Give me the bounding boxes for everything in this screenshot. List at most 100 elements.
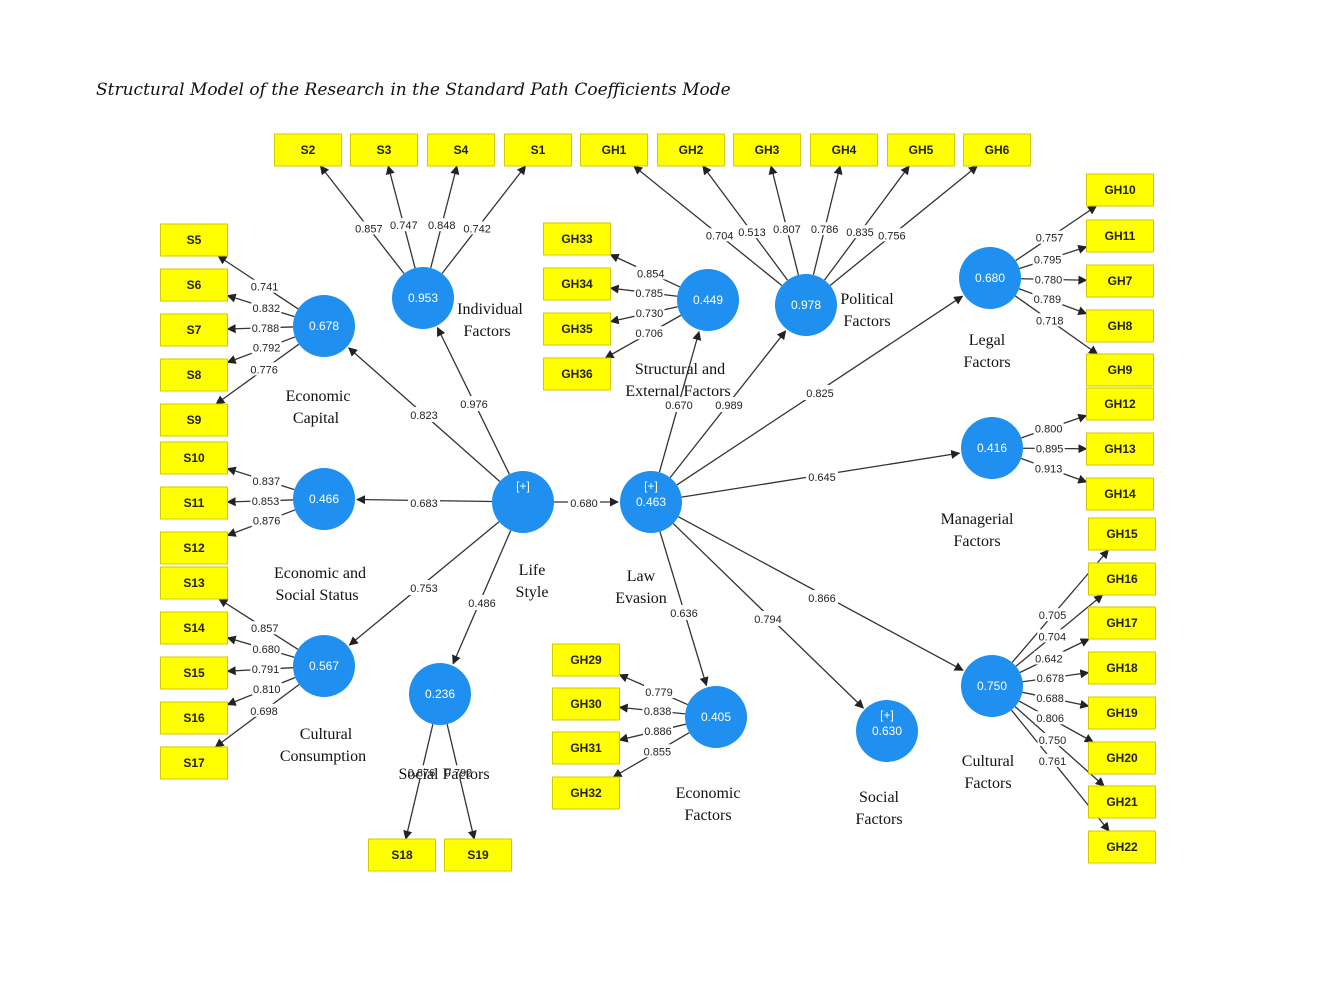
loading-coef-bg [251,681,282,695]
loading-coefficient: 0.895 [1036,443,1064,455]
latent-socfac: 0.236 [409,663,471,725]
indicator-box [1086,309,1154,343]
latent-circle [620,471,682,533]
indicator-GH6: GH6 [963,133,1031,167]
loading-coefficient: 0.853 [252,496,280,508]
indicator-S14: S14 [160,611,228,645]
latent-circle [961,655,1023,717]
indicator-box [1086,432,1154,466]
loading-coefficient: 0.806 [1036,713,1064,725]
loading-coefficient: 0.876 [408,767,436,779]
indicator-S12: S12 [160,531,228,565]
indicator-label: GH21 [1106,795,1138,809]
indicator-label: GH20 [1106,751,1138,765]
loading-coef-bg [388,218,419,232]
indicator-box [1086,477,1154,511]
indicator-box [543,312,611,346]
loading-coef-bg [642,704,673,718]
indicator-label: S7 [187,323,202,337]
loading-coef-bg [634,326,665,340]
indicator-label: S4 [454,143,469,157]
latent-name: Social Factors [398,766,489,783]
loading-coef-bg [1032,292,1063,306]
path-coef-bg [408,495,440,510]
indicator-box [160,313,228,347]
latent-name: Legal [969,332,1006,349]
path-coef-bg [713,397,745,412]
indicator-GH34: GH34 [543,267,611,301]
loading-coef-bg [1034,441,1065,455]
path-coef-bg [804,385,836,400]
loading-coefficient: 0.706 [635,328,663,340]
indicator-label: GH8 [1108,319,1133,333]
indicator-box [657,133,725,167]
loading-coefficient: 0.704 [706,230,734,242]
indicator-label: GH1 [602,143,627,157]
indicator-label: S12 [183,541,205,555]
indicator-S10: S10 [160,441,228,475]
latent-name: Social Status [275,587,358,604]
loading-indiv-S3 [385,165,416,269]
indicator-box [1086,219,1154,253]
loading-coef-bg [1035,670,1066,684]
loading-coef-bg [1037,608,1068,622]
indicator-box [1088,517,1156,551]
latent-circle [392,267,454,329]
latent-manag: 0.416 [961,417,1023,479]
indicator-GH10: GH10 [1086,173,1154,207]
indicator-label: GH36 [561,367,593,381]
indicator-label: GH12 [1104,397,1136,411]
loading-coefficient: 0.835 [846,227,874,239]
latent-r2-value: 0.630 [872,724,902,738]
latent-name: Economic and [274,565,366,582]
indicator-GH18: GH18 [1088,651,1156,685]
indicator-label: S11 [184,496,205,510]
loading-coefficient: 0.756 [878,230,906,242]
indicator-GH22: GH22 [1088,830,1156,864]
indicator-label: GH13 [1104,442,1136,456]
indicator-label: GH5 [909,143,934,157]
loading-coef-bg [1035,691,1066,705]
indicator-box [160,441,228,475]
indicator-label: GH22 [1106,840,1138,854]
path-coef-bg [458,396,490,411]
latent-marker: [+] [516,479,530,493]
indicator-box [350,133,418,167]
indicator-label: GH4 [832,143,857,157]
indicator-label: GH6 [985,143,1010,157]
loading-coefficient: 0.705 [1039,610,1067,622]
latent-circle [685,686,747,748]
loading-coefficient: 0.704 [1039,631,1067,643]
indicator-box [274,133,342,167]
latent-name: Managerial [941,511,1014,528]
path-coef-bg [466,595,498,610]
loading-polit-GH5 [823,165,910,281]
latent-r2-value: 0.678 [309,319,339,333]
latent-name: Cultural [300,726,353,743]
loading-coef-bg [406,765,437,779]
loading-coefficient: 0.688 [1036,693,1064,705]
loading-coefficient: 0.788 [252,323,280,335]
path-coefficient: 0.825 [806,388,834,400]
latent-name: Factors [855,811,902,828]
latent-polit: 0.978 [775,274,837,336]
indicator-label: GH35 [561,322,593,336]
indicator-box [1086,353,1154,387]
loading-coef-bg [249,279,280,293]
indicator-S5: S5 [160,223,228,257]
indicator-S15: S15 [160,656,228,690]
indicator-box [810,133,878,167]
loading-indiv-S2 [319,165,405,274]
loading-coef-bg [353,221,384,235]
indicator-label: S18 [391,848,413,862]
latent-name: Factors [463,323,510,340]
indicator-GH4: GH4 [810,133,878,167]
loading-coef-bg [249,621,280,635]
indicator-label: GH15 [1106,527,1138,541]
loading-coef-bg [250,493,281,507]
loading-coef-bg [1037,732,1068,746]
path-coefficient: 0.670 [665,400,693,412]
indicator-box [1086,173,1154,207]
